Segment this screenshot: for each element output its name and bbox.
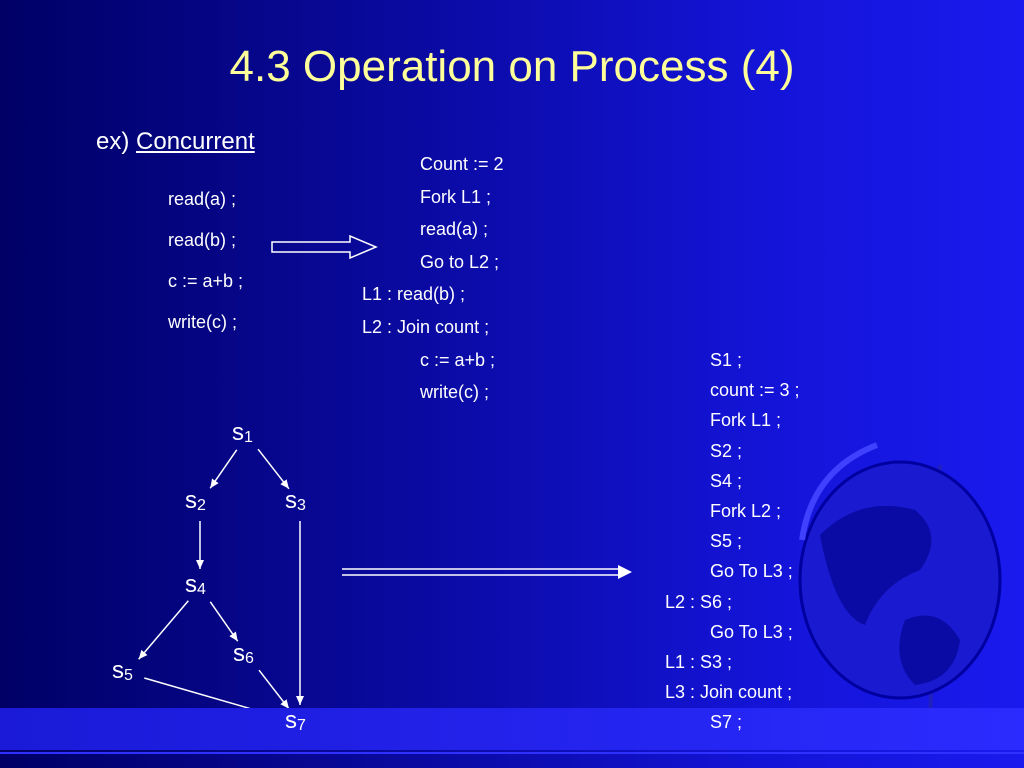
program2-line: S4 ; <box>710 470 743 491</box>
program1-line: Fork L1 ; <box>420 186 492 207</box>
transform-arrow-bottom-head <box>618 565 632 579</box>
program2-line: S2 ; <box>710 440 743 461</box>
bottom-band <box>0 708 1024 750</box>
graph-node-number: 6 <box>245 650 254 667</box>
program2-line: L1 : S3 ; <box>665 652 733 672</box>
slide-title: 4.3 Operation on Process (4) <box>229 42 795 91</box>
graph-node-letter: s <box>232 419 244 446</box>
graph-node-number: 3 <box>297 497 306 514</box>
program2-line: S7 ; <box>710 712 743 733</box>
graph-edge-s1-s3 <box>257 448 290 490</box>
graph-node-number: 7 <box>297 717 306 734</box>
program2-line: L3 : Join count ; <box>665 682 793 703</box>
graph-edge-s4-s5 <box>138 600 189 660</box>
program1-line: c := a+b ; <box>420 349 496 370</box>
subtitle-word: Concurrent <box>136 128 255 155</box>
graph-node-letter: s <box>112 657 124 684</box>
program1-line: L1 : read(b) ; <box>362 284 466 305</box>
graph-node-letter: s <box>285 487 297 514</box>
graph-node-s3: s3 <box>285 487 306 515</box>
graph-edge-s4-s6 <box>209 601 239 642</box>
program2-line: Fork L1 ; <box>710 410 782 431</box>
program1-line: read(a) ; <box>420 219 489 240</box>
transform-arrow-top <box>271 234 378 260</box>
graph-node-number: 1 <box>244 429 253 446</box>
sequential-line: write(c) ; <box>168 312 237 332</box>
graph-node-letter: s <box>185 571 197 598</box>
subtitle: ex) Concurrent <box>96 128 255 156</box>
sequential-line: c := a+b ; <box>168 271 244 291</box>
program2-line: L2 : S6 ; <box>665 591 733 612</box>
program1-line: write(c) ; <box>420 382 489 403</box>
program1-line: Count := 2 <box>420 154 504 174</box>
graph-node-number: 5 <box>124 667 133 684</box>
program1-line: L2 : Join count ; <box>362 317 490 337</box>
subtitle-prefix: ex) <box>96 128 137 155</box>
program2-line: Go To L3 ; <box>710 561 793 582</box>
graph-node-number: 4 <box>197 581 206 598</box>
sequential-line: read(b) ; <box>168 230 237 250</box>
graph-node-s1: s1 <box>232 419 253 447</box>
graph-node-letter: s <box>185 487 197 514</box>
program2-line: Go To L3 ; <box>710 621 793 642</box>
graph-node-s4: s4 <box>185 571 206 599</box>
program2-line: S1 ; <box>710 350 743 370</box>
graph-edge-s6-s7 <box>258 669 290 710</box>
bottom-band-line <box>0 752 1024 754</box>
graph-node-s6: s6 <box>233 640 254 668</box>
program2-line: count := 3 ; <box>710 380 800 401</box>
graph-node-s2: s2 <box>185 487 206 515</box>
program2-line: Fork L2 ; <box>710 501 782 521</box>
graph-edge-s1-s2 <box>209 449 238 489</box>
graph-node-letter: s <box>285 707 297 734</box>
graph-node-s7: s7 <box>285 707 306 735</box>
program1-line: Go to L2 ; <box>420 251 500 272</box>
graph-node-letter: s <box>233 640 245 667</box>
sequential-line: read(a) ; <box>168 189 237 209</box>
graph-node-number: 2 <box>197 497 206 514</box>
program2-line: S5 ; <box>710 531 743 552</box>
globe-icon <box>798 442 1002 721</box>
graph-node-s5: s5 <box>112 657 133 685</box>
